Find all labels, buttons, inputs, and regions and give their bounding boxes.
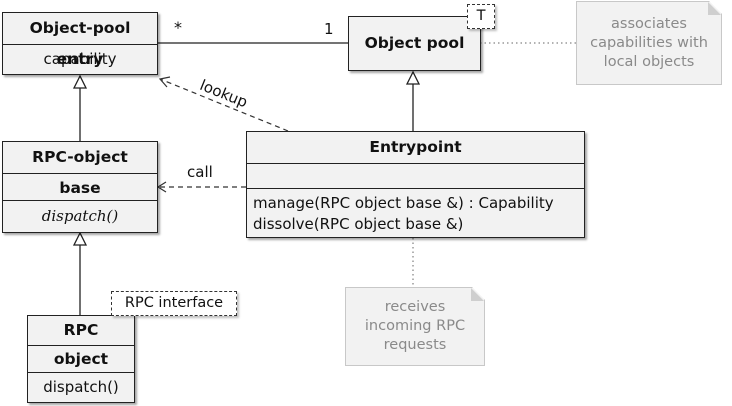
call-arrowhead bbox=[156, 181, 167, 193]
entrypoint-note-text: receives incoming RPC requests bbox=[364, 299, 466, 353]
template-parameter-tag: T bbox=[467, 4, 495, 29]
object-pool-class: Object pool bbox=[348, 16, 481, 71]
object-pool-entry-attribute: capability bbox=[3, 44, 157, 74]
rpc-object-title: RPC object bbox=[53, 321, 109, 368]
entrypoint-operation-dissolve: dissolve(RPC object base &) bbox=[253, 215, 464, 233]
rpc-object-base-class: RPC-object base dispatch() bbox=[2, 141, 158, 233]
entrypoint-operation-manage: manage(RPC object base &) : Capability bbox=[253, 194, 554, 212]
rpc-object-class: RPC object dispatch() bbox=[27, 315, 135, 403]
entrypoint-class: Entrypoint manage(RPC object base &) : C… bbox=[246, 131, 585, 238]
generalization-arrow-base-entry bbox=[72, 74, 88, 89]
entrypoint-note: receives incoming RPC requests bbox=[345, 287, 485, 366]
pool-multiplicity-label: 1 bbox=[324, 20, 334, 38]
object-pool-entry-title: Object-pool entry bbox=[29, 19, 131, 68]
rpc-object-base-title: RPC-object base bbox=[32, 148, 128, 197]
rpc-object-base-operation: dispatch() bbox=[3, 200, 157, 232]
entrypoint-operations: manage(RPC object base &) : Capability d… bbox=[247, 188, 584, 237]
entrypoint-title: Entrypoint bbox=[369, 138, 462, 156]
rpc-interface-tag: RPC interface bbox=[111, 291, 237, 316]
generalization-arrow-entry-pool bbox=[405, 70, 421, 85]
rpc-object-attributes bbox=[28, 345, 134, 372]
rpc-object-base-attributes bbox=[3, 173, 157, 200]
rpc-object-operation: dispatch() bbox=[28, 372, 134, 402]
entry-multiplicity-label: * bbox=[174, 18, 182, 37]
entrypoint-attributes bbox=[247, 163, 584, 188]
call-label: call bbox=[187, 163, 213, 181]
pool-note-text: associates capabilities with local objec… bbox=[590, 15, 708, 70]
object-pool-title: Object pool bbox=[364, 34, 465, 52]
lookup-arrowhead bbox=[158, 76, 171, 88]
pool-note: associates capabilities with local objec… bbox=[576, 1, 722, 85]
generalization-arrow-object-base bbox=[72, 231, 88, 246]
object-pool-entry-class: Object-pool entry capability bbox=[2, 12, 158, 75]
